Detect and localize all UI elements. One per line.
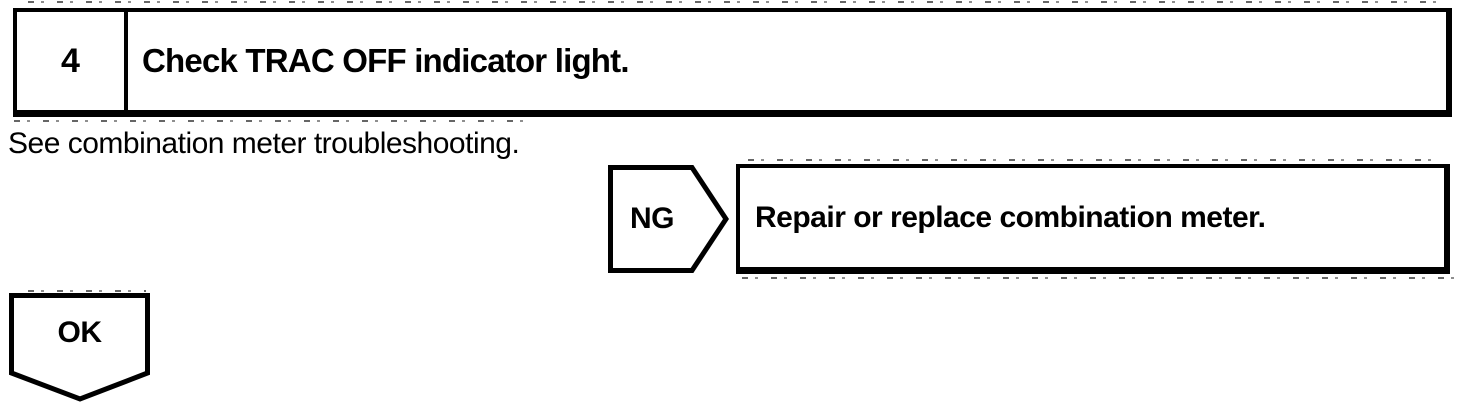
- ng-action-box: Repair or replace combination meter.: [736, 164, 1450, 274]
- step-header-box: 4 Check TRAC OFF indicator light.: [13, 8, 1452, 117]
- ng-connector-shape: [608, 165, 729, 273]
- scan-artifact: [742, 277, 1458, 279]
- step-title: Check TRAC OFF indicator light.: [142, 42, 630, 79]
- scan-artifact: [748, 159, 1436, 161]
- instruction-text: See combination meter troubleshooting.: [8, 127, 520, 160]
- scan-artifact: [28, 290, 146, 292]
- ng-connector-label: NG: [630, 202, 675, 235]
- step-number: 4: [17, 12, 128, 110]
- ok-connector-label: OK: [57, 316, 103, 349]
- ok-connector-shape: [9, 293, 150, 402]
- scan-artifact: [14, 120, 529, 122]
- scan-artifact: [28, 1, 1444, 3]
